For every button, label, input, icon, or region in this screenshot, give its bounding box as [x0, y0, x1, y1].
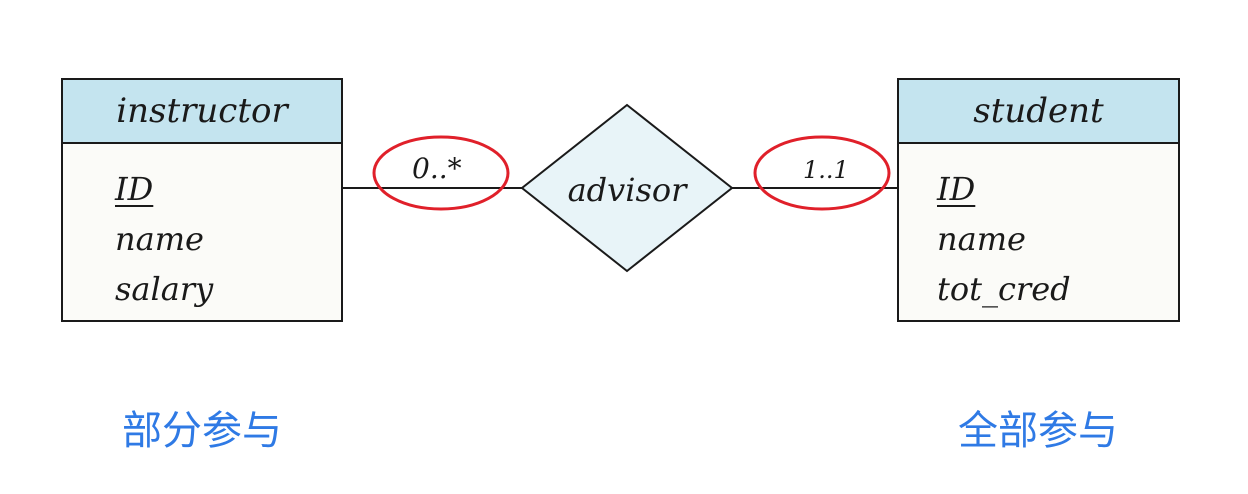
highlight-ellipse-right — [753, 135, 891, 211]
caption-total-participation: 全部参与 — [958, 408, 1118, 454]
entity-student: student ID name tot_cred — [897, 78, 1180, 322]
cardinality-student-side: 1..1 — [803, 156, 849, 184]
caption-partial-participation: 部分参与 — [122, 408, 282, 454]
attribute-list-instructor: ID name salary — [63, 144, 341, 314]
relationship-diamond — [520, 103, 734, 273]
entity-title-student: student — [899, 80, 1178, 144]
relationship-label-advisor: advisor — [567, 171, 687, 209]
attribute-name: name — [937, 220, 1026, 258]
entity-instructor: instructor ID name salary — [61, 78, 343, 322]
highlight-ellipse-left — [372, 135, 510, 211]
attribute-list-student: ID name tot_cred — [899, 144, 1178, 314]
attribute-id-primary-key: ID — [937, 170, 976, 208]
entity-title-instructor: instructor — [63, 80, 341, 144]
attribute-salary: salary — [115, 270, 214, 308]
attribute-tot-cred: tot_cred — [937, 270, 1071, 308]
attribute-id-primary-key: ID — [115, 170, 154, 208]
cardinality-instructor-side: 0..* — [412, 152, 462, 185]
attribute-name: name — [115, 220, 204, 258]
